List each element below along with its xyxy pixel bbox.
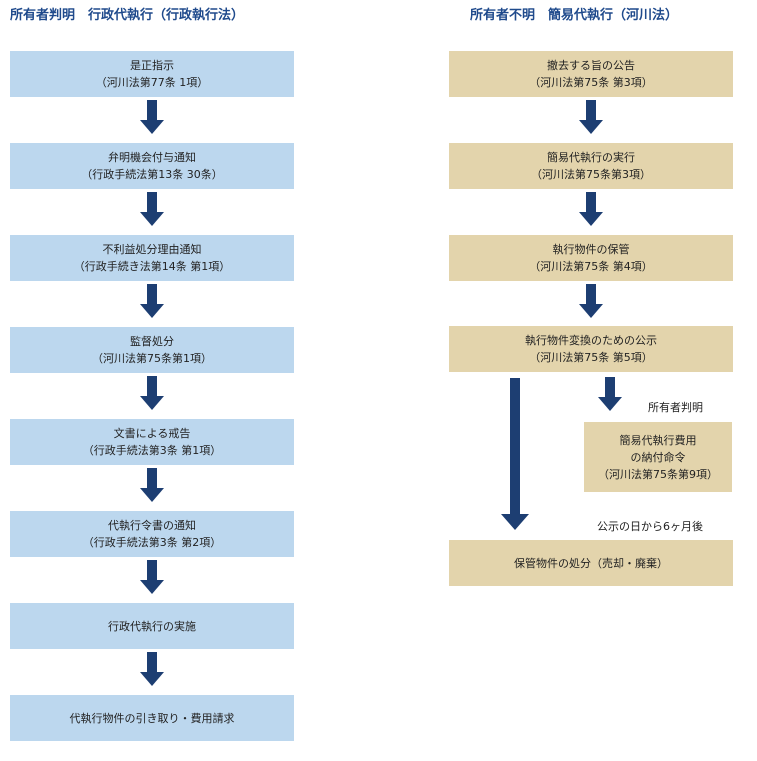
right-step-3-title: 執行物件の保管 [552, 243, 630, 256]
left-arrow-4 [140, 376, 164, 412]
left-step-4-law: （河川法第75条第1項） [92, 352, 212, 365]
right-arrow-1 [579, 100, 603, 136]
owner-identified-label: 所有者判明 [648, 401, 703, 414]
payment-order-line-2: の納付命令 [630, 450, 686, 464]
left-step-3-title: 不利益処分理由通知 [102, 243, 202, 256]
left-column-heading: 所有者判明 行政代執行（行政執行法） [10, 8, 245, 23]
right-step-2-law: （河川法第75条第3項） [531, 168, 651, 181]
left-step-1-law: （河川法第77条 1項） [95, 76, 209, 89]
left-step-7-box: 行政代執行の実施 [10, 603, 294, 649]
left-step-5-title: 文書による戒告 [113, 427, 191, 440]
left-step-4-title: 監督処分 [130, 335, 174, 348]
right-arrow-3 [579, 284, 603, 320]
left-step-2-law: （行政手続法第13条 30条） [81, 168, 223, 181]
payment-order-line-1: 簡易代執行費用 [619, 433, 697, 447]
left-step-1-title: 是正指示 [130, 59, 174, 72]
left-arrow-6 [140, 560, 164, 596]
left-step-4-box: 監督処分 （河川法第75条第1項） [10, 327, 294, 373]
right-step-1-title: 撤去する旨の公告 [547, 59, 635, 72]
six-months-label: 公示の日から6ヶ月後 [597, 520, 703, 533]
payment-order-box: 簡易代執行費用 の納付命令 （河川法第75条第9項） [584, 422, 732, 492]
left-step-3-box: 不利益処分理由通知 （行政手続き法第14条 第1項） [10, 235, 294, 281]
payment-order-law: （河川法第75条第9項） [598, 467, 718, 481]
left-step-6-box: 代執行令書の通知 （行政手続法第3条 第2項） [10, 511, 294, 557]
left-arrow-5 [140, 468, 164, 504]
left-step-1-box: 是正指示 （河川法第77条 1項） [10, 51, 294, 97]
right-column-heading: 所有者不明 簡易代執行（河川法） [470, 8, 679, 23]
right-long-arrow [501, 378, 529, 532]
left-step-2-title: 弁明機会付与通知 [108, 151, 196, 164]
disposal-box: 保管物件の処分（売却・廃棄） [449, 540, 733, 586]
right-step-2-title: 簡易代執行の実行 [547, 151, 635, 164]
right-step-3-box: 執行物件の保管 （河川法第75条 第4項） [449, 235, 733, 281]
right-branch-arrow [598, 377, 622, 413]
left-step-8-title: 代執行物件の引き取り・費用請求 [69, 711, 235, 725]
left-arrow-7 [140, 652, 164, 688]
right-step-3-law: （河川法第75条 第4項） [529, 260, 653, 273]
left-arrow-3 [140, 284, 164, 320]
left-step-7-title: 行政代執行の実施 [108, 619, 196, 633]
right-arrow-2 [579, 192, 603, 228]
left-arrow-2 [140, 192, 164, 228]
left-step-5-law: （行政手続法第3条 第1項） [82, 444, 222, 457]
left-step-8-box: 代執行物件の引き取り・費用請求 [10, 695, 294, 741]
right-step-4-box: 執行物件変換のための公示 （河川法第75条 第5項） [449, 326, 733, 372]
right-step-4-title: 執行物件変換のための公示 [525, 334, 657, 347]
disposal-title: 保管物件の処分（売却・廃棄） [514, 556, 668, 570]
right-step-4-law: （河川法第75条 第5項） [529, 351, 653, 364]
right-step-2-box: 簡易代執行の実行 （河川法第75条第3項） [449, 143, 733, 189]
left-step-6-title: 代執行令書の通知 [108, 519, 196, 532]
right-step-1-box: 撤去する旨の公告 （河川法第75条 第3項） [449, 51, 733, 97]
left-arrow-1 [140, 100, 164, 136]
left-step-5-box: 文書による戒告 （行政手続法第3条 第1項） [10, 419, 294, 465]
right-step-1-law: （河川法第75条 第3項） [529, 76, 653, 89]
left-step-6-law: （行政手続法第3条 第2項） [82, 536, 222, 549]
left-step-3-law: （行政手続き法第14条 第1項） [73, 260, 231, 273]
left-step-2-box: 弁明機会付与通知 （行政手続法第13条 30条） [10, 143, 294, 189]
